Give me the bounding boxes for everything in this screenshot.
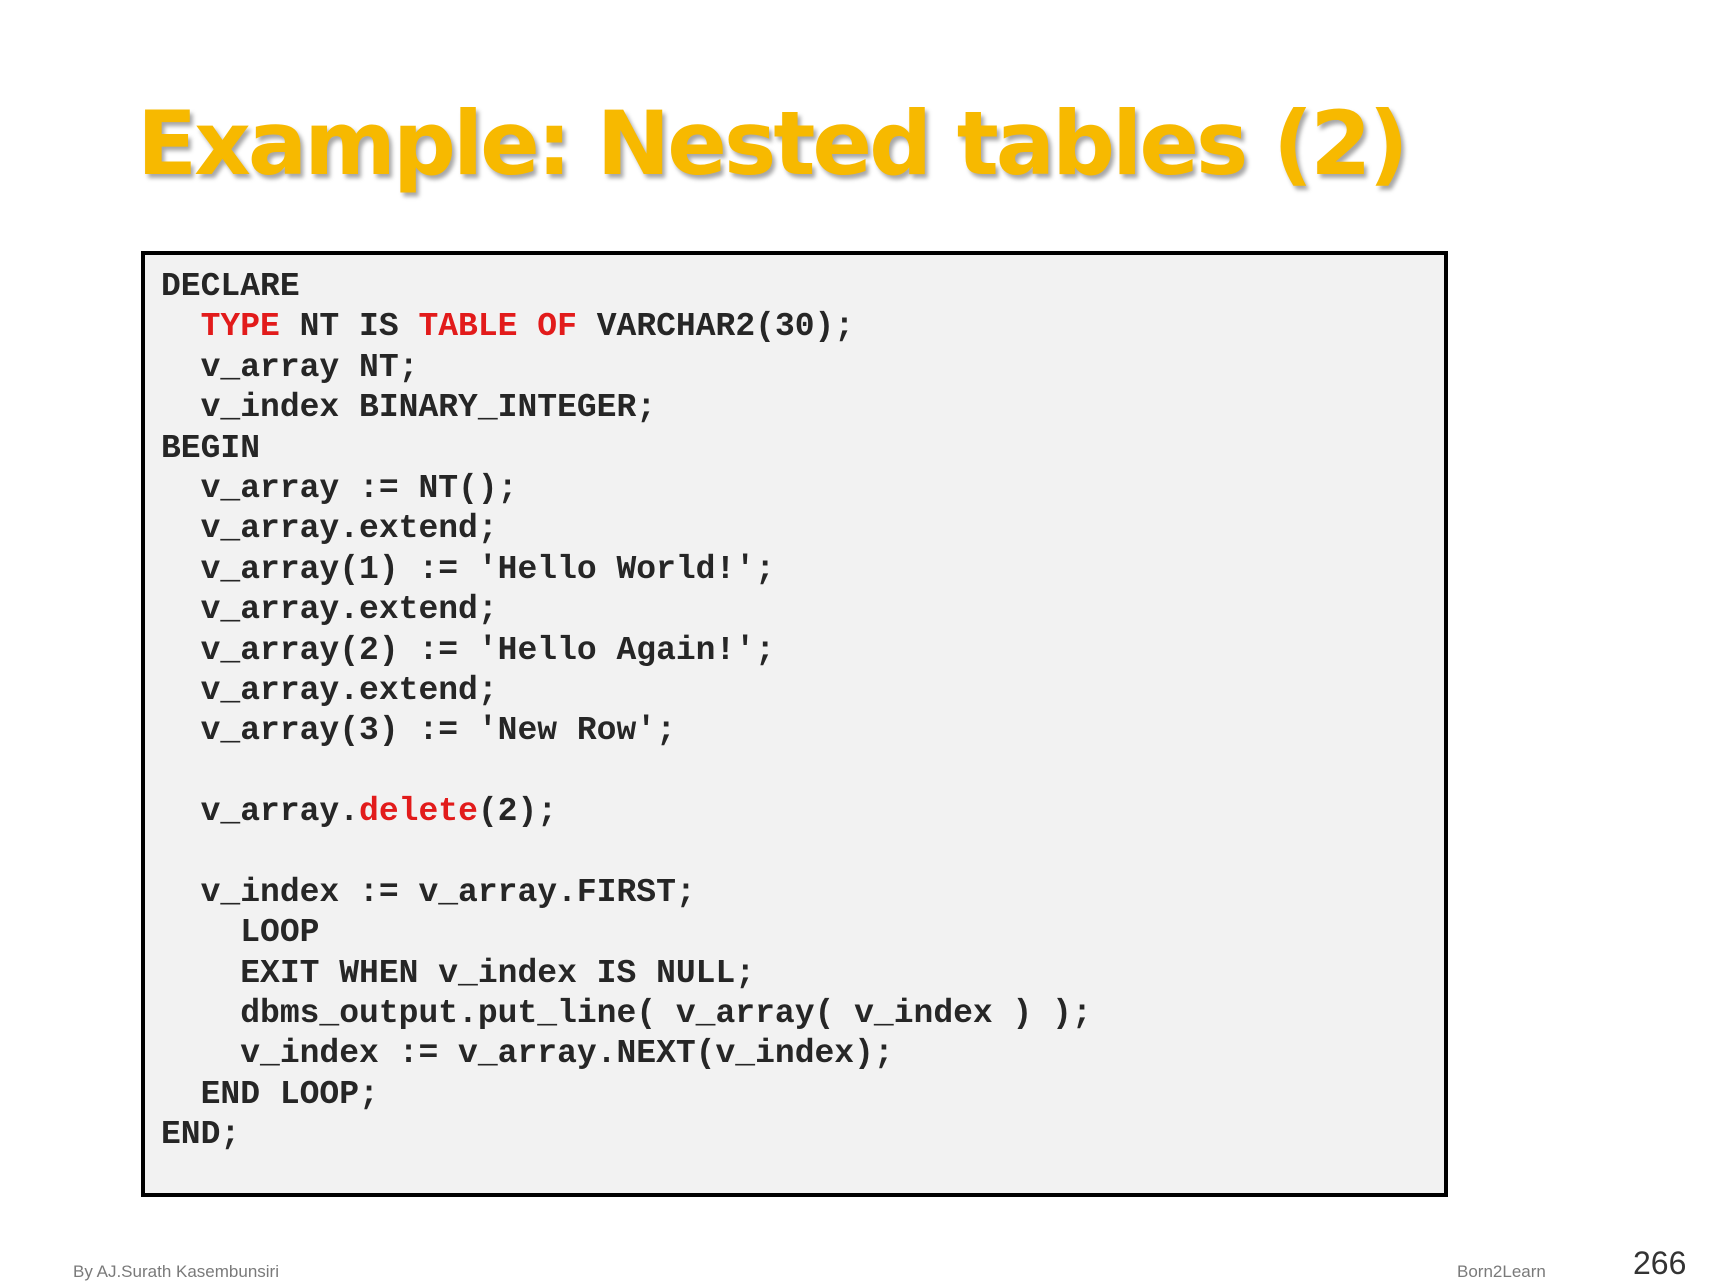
code-line: v_array NT;: [161, 348, 1444, 388]
code-text: dbms_output.put_line( v_array( v_index )…: [161, 995, 1092, 1033]
code-text: EXIT WHEN v_index IS NULL;: [161, 954, 756, 992]
code-line: LOOP: [161, 913, 1444, 953]
code-text: NT IS: [279, 308, 419, 346]
slide-title: Example: Nested tables (2): [137, 92, 1409, 195]
code-text: [517, 308, 537, 345]
code-text: v_index := v_array.NEXT(v_index);: [161, 1035, 894, 1073]
code-line: BEGIN: [161, 429, 1444, 469]
code-line: v_array(3) := 'New Row';: [161, 711, 1444, 751]
code-text: END;: [161, 1116, 241, 1154]
code-text: v_array.: [161, 793, 360, 831]
code-text: v_array.extend;: [161, 510, 498, 548]
code-text: v_index := v_array.FIRST;: [161, 873, 696, 911]
footer-author: By AJ.Surath Kasembunsiri: [73, 1262, 279, 1281]
code-text: v_array.extend;: [161, 671, 498, 709]
code-keyword: OF: [537, 308, 577, 346]
code-line: v_index := v_array.FIRST;: [161, 873, 1444, 913]
code-text: v_array(3) := 'New Row';: [161, 712, 676, 750]
code-line: v_array.delete(2);: [161, 792, 1444, 832]
code-keyword: delete: [359, 793, 478, 831]
code-text: v_array(2) := 'Hello Again!';: [161, 631, 775, 669]
footer-brand: Born2Learn: [1457, 1262, 1546, 1281]
code-text: v_array NT;: [161, 348, 419, 386]
code-line: EXIT WHEN v_index IS NULL;: [161, 954, 1444, 994]
code-keyword: TYPE: [200, 308, 280, 346]
code-block: DECLARE TYPE NT IS TABLE OF VARCHAR2(30)…: [141, 251, 1448, 1197]
code-text: [161, 308, 201, 345]
code-text: v_array(1) := 'Hello World!';: [161, 550, 775, 588]
code-line: END LOOP;: [161, 1075, 1444, 1115]
code-line: v_array.extend;: [161, 671, 1444, 711]
code-line: v_index BINARY_INTEGER;: [161, 388, 1444, 428]
code-line: v_array := NT();: [161, 469, 1444, 509]
code-line: v_array(2) := 'Hello Again!';: [161, 631, 1444, 671]
code-line: v_array.extend;: [161, 509, 1444, 549]
code-text: v_array.extend;: [161, 591, 498, 629]
code-text: v_index BINARY_INTEGER;: [161, 389, 657, 427]
code-text: DECLARE: [161, 268, 300, 305]
code-keyword: TABLE: [418, 308, 518, 346]
code-line: v_array(1) := 'Hello World!';: [161, 550, 1444, 590]
code-text: (2);: [477, 793, 558, 831]
code-text: BEGIN: [161, 429, 261, 467]
code-text: END LOOP;: [161, 1075, 379, 1113]
code-text: VARCHAR2(30);: [576, 308, 855, 346]
code-line: TYPE NT IS TABLE OF VARCHAR2(30);: [161, 307, 1444, 347]
code-line: v_array.extend;: [161, 590, 1444, 630]
code-line: END;: [161, 1115, 1444, 1155]
code-line: v_index := v_array.NEXT(v_index);: [161, 1034, 1444, 1074]
code-line: DECLARE: [161, 267, 1444, 307]
code-text: LOOP: [161, 914, 320, 952]
page-number: 266: [1633, 1245, 1687, 1281]
code-line: dbms_output.put_line( v_array( v_index )…: [161, 994, 1444, 1034]
code-line: [161, 832, 1444, 872]
code-line: [161, 752, 1444, 792]
code-text: v_array := NT();: [161, 469, 518, 507]
